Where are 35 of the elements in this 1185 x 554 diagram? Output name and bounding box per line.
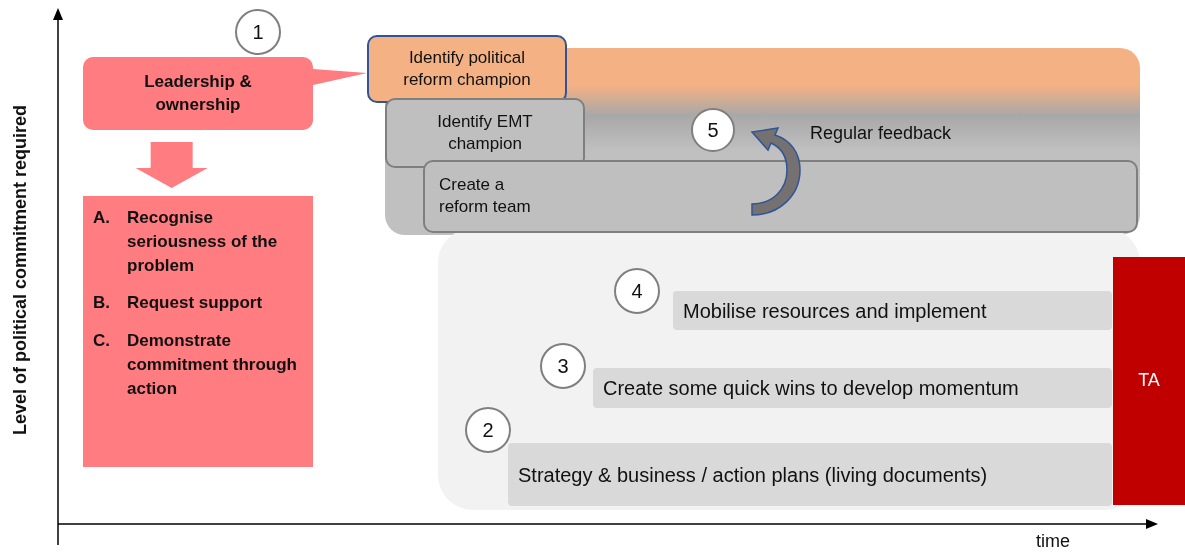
list-letter: B. [93, 292, 111, 315]
list-item-text: Request support [127, 292, 264, 315]
axis-title: time [1036, 531, 1070, 552]
process-box [367, 35, 567, 103]
action-list [83, 196, 313, 467]
axis-title: Level of political commitment required [9, 104, 31, 436]
step-number-text: 5 [707, 118, 719, 143]
block-arrow [135, 142, 208, 188]
node-text: Identify EMT champion [436, 110, 534, 155]
node-text: Leadership & ownership [143, 71, 253, 116]
list-item-text: Demonstrate commitment through action [127, 330, 298, 400]
callout-box [83, 57, 313, 130]
activity-bar [673, 291, 1112, 330]
step-number-text: 4 [631, 279, 643, 304]
list-item-text: Recognise seriousness of the problem [127, 207, 279, 277]
ta-bar [1113, 257, 1185, 505]
step-number-text: 1 [252, 20, 264, 45]
node-text: Strategy & business / action plans (living documents) [518, 462, 988, 488]
curved-arrow [751, 127, 801, 216]
process-box [385, 98, 585, 168]
node-text: Create some quick wins to develop momentum [603, 376, 1019, 401]
process-box [423, 160, 1138, 233]
list-letter: C. [93, 330, 111, 353]
list-letter: A. [93, 207, 111, 229]
node-text: TA [1138, 369, 1160, 393]
annotation-text: Regular feedback [810, 123, 952, 144]
node-text: Create a reform team [438, 174, 532, 219]
activity-bar [593, 368, 1112, 408]
callout-pointer [313, 69, 367, 85]
step-number-text: 3 [557, 354, 569, 379]
node-text: Identify political reform champion [402, 46, 532, 91]
step-number-text: 2 [482, 418, 494, 443]
activity-bar [508, 443, 1112, 506]
step-number [235, 9, 281, 55]
node-text: Mobilise resources and implement [683, 298, 987, 324]
